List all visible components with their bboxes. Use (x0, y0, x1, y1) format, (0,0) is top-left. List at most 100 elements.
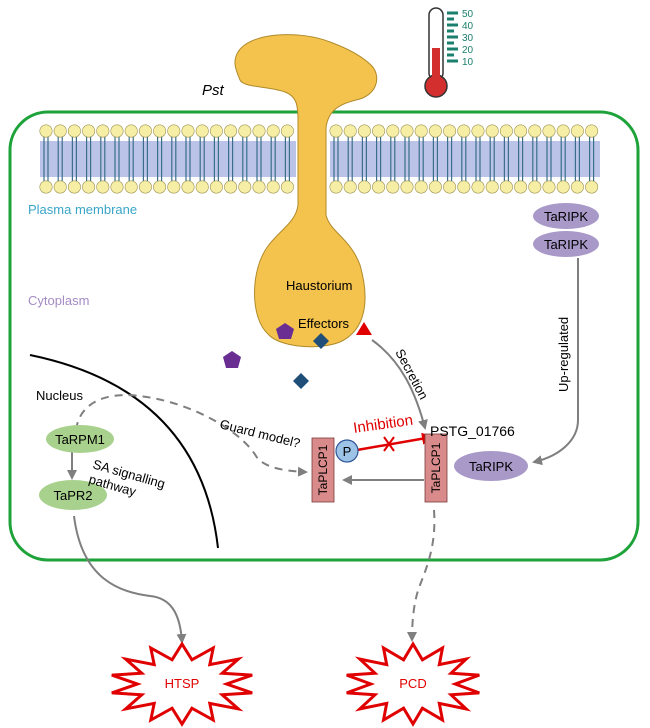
lipid-tail (390, 137, 396, 181)
lipid-head (570, 180, 584, 194)
pcd-label: PCD (399, 676, 426, 691)
effectors-label: Effectors (298, 316, 350, 331)
lipid-head (209, 124, 223, 138)
lipid-head (238, 180, 252, 194)
taripk-mid-label: TaRIPK (544, 237, 588, 252)
lipid-head (514, 180, 528, 194)
lipid-tail (461, 137, 467, 181)
lipid-tail (447, 137, 453, 181)
lipid-head (414, 124, 428, 138)
lipid-head (414, 180, 428, 194)
lipid-tail (333, 137, 339, 181)
lipid-tail (489, 137, 495, 181)
lipid-tail (157, 137, 163, 181)
lipid-head (400, 124, 414, 138)
lipid-tail (376, 137, 382, 181)
lipid-tail (228, 137, 234, 181)
htsp-burst-icon (111, 641, 253, 727)
lipid-head (280, 124, 294, 138)
lipid-tail (256, 137, 262, 181)
lipid-head (428, 180, 442, 194)
lipid-tail (199, 137, 205, 181)
lipid-tail (171, 137, 177, 181)
lipid-head (528, 124, 542, 138)
tapr2-label: TaPR2 (53, 488, 92, 503)
lipid-tail (270, 137, 276, 181)
lipid-head (542, 124, 556, 138)
pcd-burst-icon (346, 641, 480, 727)
taripk-top-shape (533, 203, 599, 229)
lipid-head (252, 180, 266, 194)
plcp-to-pcd-arrow (407, 509, 436, 642)
lipid-head (343, 124, 357, 138)
lipid-head (138, 124, 152, 138)
lipid-head (542, 180, 556, 194)
lipid-head (153, 180, 167, 194)
lipid-head (238, 124, 252, 138)
lipid-tail (418, 137, 424, 181)
plasma-membrane-label: Plasma membrane (28, 202, 137, 217)
thermometer-scale-label: 40 (462, 21, 474, 32)
lipid-tail (86, 137, 92, 181)
nucleus-envelope (29, 354, 219, 549)
upregulated-label: Up-regulated (556, 317, 571, 392)
lipid-head (357, 124, 371, 138)
haustorium-shape (234, 34, 378, 348)
lipid-head (528, 180, 542, 194)
lipid-head (124, 180, 138, 194)
taplcp1-right-label: TaPLCP1 (429, 442, 443, 493)
lipid-head (585, 124, 599, 138)
lipid-tail (114, 137, 120, 181)
lipid-head (499, 124, 513, 138)
lipid-head (499, 180, 513, 194)
lipid-tail (347, 137, 353, 181)
lipid-tail (503, 137, 509, 181)
lipid-head (485, 124, 499, 138)
lipid-head (53, 124, 67, 138)
lipid-head (67, 124, 81, 138)
lipid-tail (100, 137, 106, 181)
effector-diamond-free-icon (293, 373, 309, 389)
taripk-mid-shape (533, 231, 599, 257)
guard-model-label: Guard model? (218, 416, 302, 450)
phospho-label: P (343, 444, 352, 459)
lipid-head (471, 180, 485, 194)
lipid-head (195, 124, 209, 138)
membrane-band (40, 141, 296, 177)
tapr2-shape (39, 480, 107, 510)
pst-label: Pst (202, 82, 225, 99)
lipid-tail (213, 137, 219, 181)
lipid-head (224, 180, 238, 194)
cytoplasm-label: Cytoplasm (28, 293, 89, 308)
lipid-head (224, 124, 238, 138)
lipid-head (471, 124, 485, 138)
taripk-low-shape (454, 451, 528, 481)
lipid-head (96, 180, 110, 194)
lipid-tail (128, 137, 134, 181)
lipid-head (82, 180, 96, 194)
lipid-head (67, 180, 81, 194)
inhibition-arrow (356, 432, 434, 452)
effector-diamond-icon (313, 333, 329, 349)
lipid-head (181, 124, 195, 138)
lipid-tail (242, 137, 248, 181)
lipid-head (181, 180, 195, 194)
lipid-head (167, 124, 181, 138)
lipid-head (514, 124, 528, 138)
lipid-tail (518, 137, 524, 181)
effector-pentagon-icon (276, 323, 294, 339)
lipid-tail (546, 137, 552, 181)
lipid-head (556, 180, 570, 194)
plasma-membrane (39, 124, 600, 194)
lipid-head (252, 124, 266, 138)
lipid-head (556, 124, 570, 138)
lipid-tail (589, 137, 595, 181)
lipid-head (153, 124, 167, 138)
secretion-arrow (371, 339, 428, 430)
lipid-head (110, 124, 124, 138)
pstg-label: PSTG_01766 (430, 423, 515, 439)
lipid-head (266, 180, 280, 194)
